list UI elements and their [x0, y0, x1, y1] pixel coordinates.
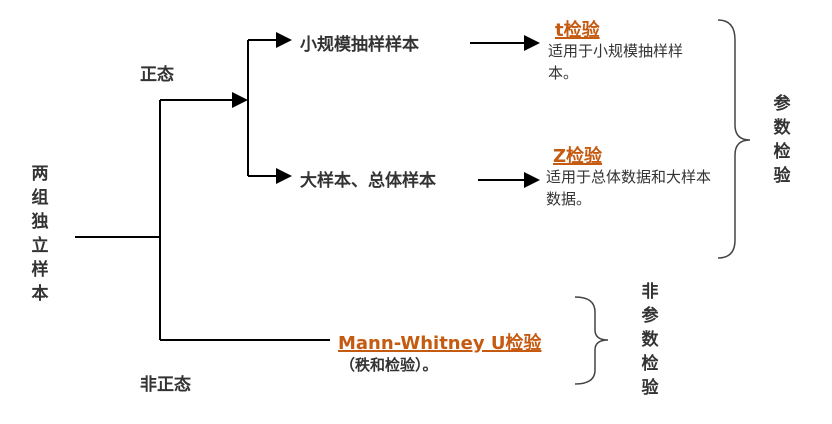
parametric-label: 参数检验 [773, 94, 791, 186]
t-test-title: t检验 [555, 20, 600, 41]
normal-label: 正态 [140, 65, 174, 85]
z-test-title: Z检验 [553, 146, 603, 167]
root-label: 两组独立样本 [31, 164, 49, 304]
small-sample-label: 小规模抽样样本 [300, 35, 419, 55]
non-normal-label: 非正态 [140, 375, 191, 395]
t-test-desc: 适用于小规模抽样样本。 [548, 42, 684, 82]
mann-whitney-desc: （秩和检验）。 [340, 356, 438, 374]
large-sample-label: 大样本、总体样本 [300, 171, 436, 191]
mann-whitney-title: Mann-Whitney U检验 [338, 333, 542, 354]
z-test-desc: 适用于总体数据和大样本数据。 [546, 168, 712, 208]
nonparametric-label: 非参数检验 [641, 282, 659, 398]
